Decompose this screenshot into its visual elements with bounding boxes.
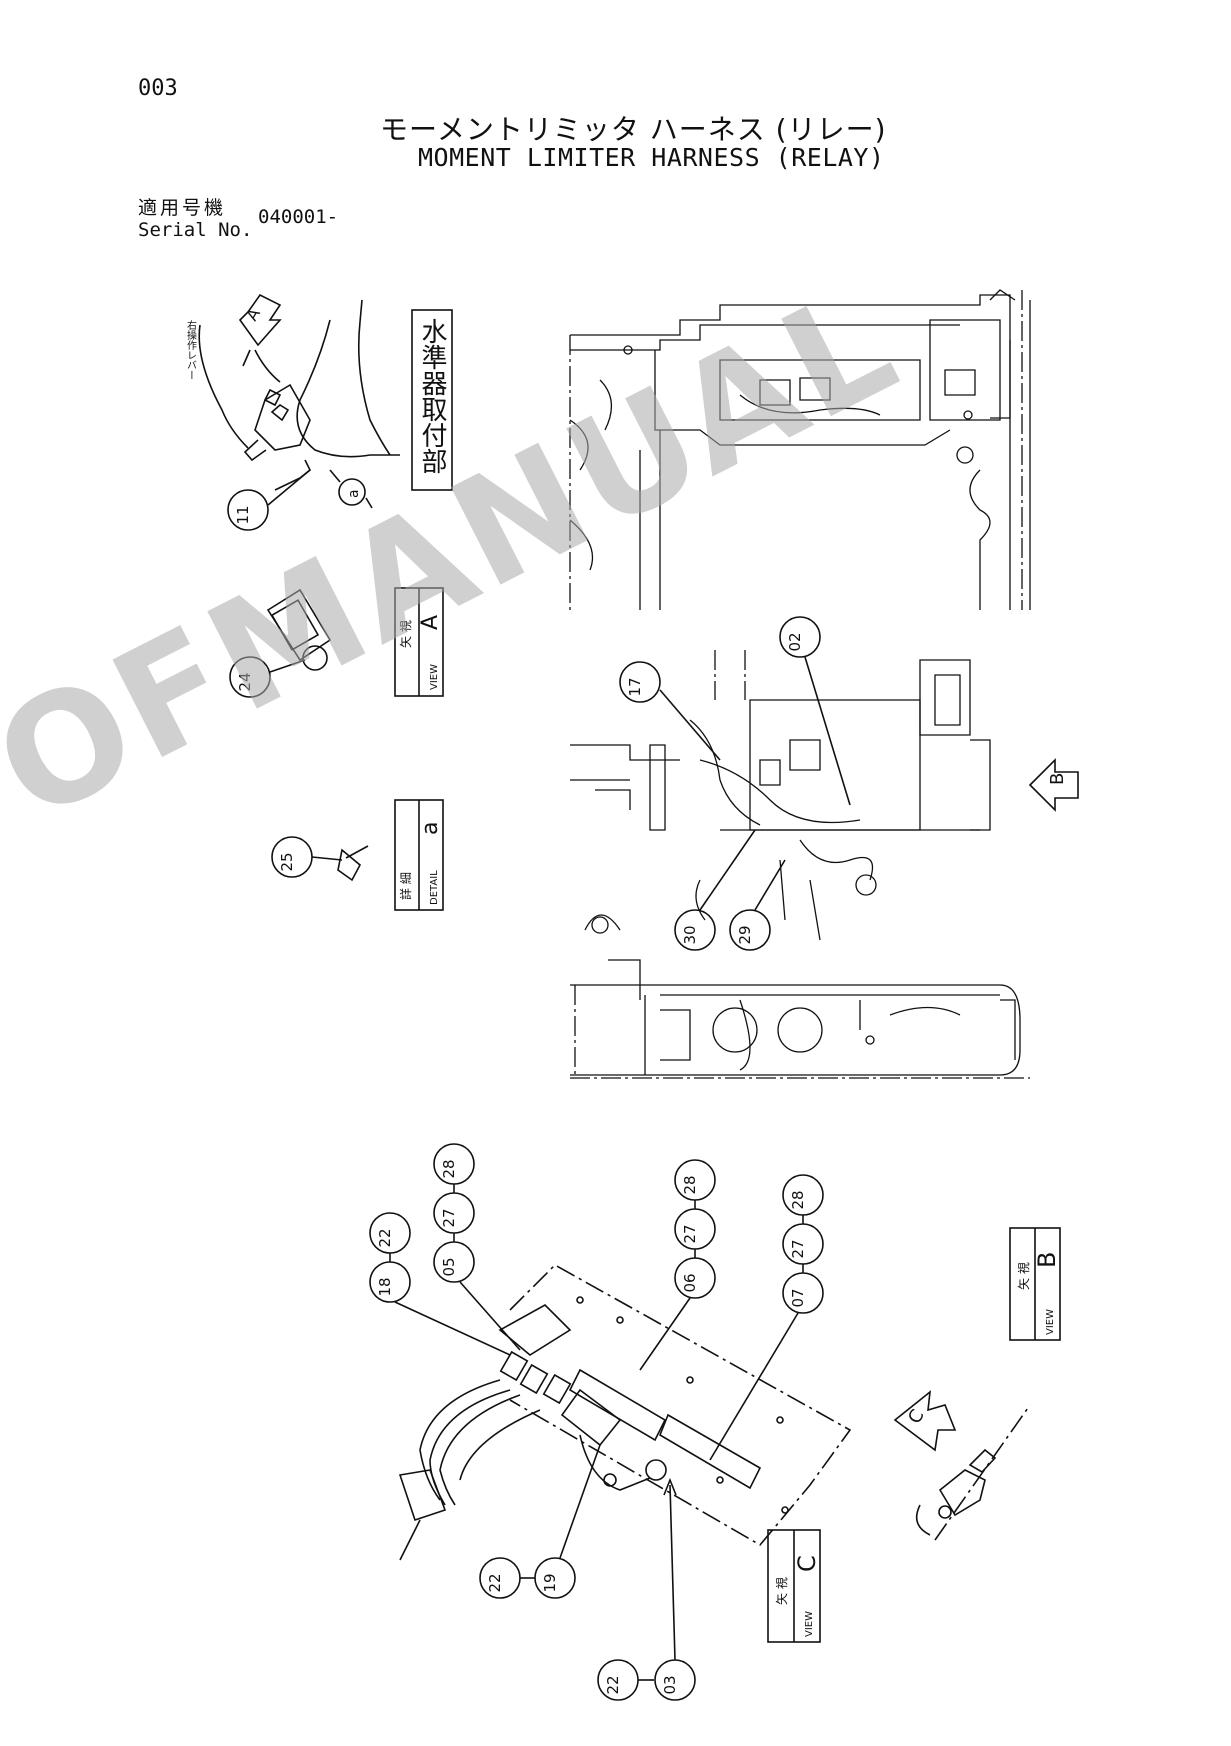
view-c-en: VIEW (804, 1611, 815, 1637)
callout-19 (534, 1444, 601, 1599)
arrow-a-view (238, 293, 282, 367)
bracket-25 (337, 845, 369, 882)
callout-03 (654, 1477, 696, 1701)
callout-22-bottom-label: 22 (604, 1675, 622, 1694)
callout-28-c (782, 1174, 824, 1224)
callout-22-mid-label: 22 (486, 1573, 504, 1592)
view-a-box (394, 587, 444, 697)
lever-note: 右操作レバー (185, 319, 197, 380)
callout-11 (227, 469, 311, 531)
view-b-box (1009, 1227, 1061, 1341)
callout-29-label: 29 (736, 925, 754, 944)
detail-a-jp: 詳 細 (398, 872, 413, 900)
detail-a-letter: a (418, 822, 443, 835)
view-b-jp: 矢 視 (1016, 1262, 1031, 1290)
callout-02-label: 02 (786, 632, 804, 651)
callout-24-label: 24 (236, 672, 254, 691)
title-english: MOMENT LIMITER HARNESS (RELAY) (418, 143, 885, 172)
arrow-detail-a (338, 478, 373, 509)
detail-a-box (394, 799, 444, 911)
serial-label-japanese: 適用号機 (138, 197, 227, 219)
lever-detail (198, 299, 400, 491)
callout-27-c-label: 27 (789, 1239, 807, 1258)
callout-03-label: 03 (661, 1675, 679, 1694)
callout-25 (271, 836, 343, 878)
callout-28-c-label: 28 (789, 1190, 807, 1209)
view-c-detail (915, 1404, 1031, 1541)
serial-label-english: Serial No. (138, 219, 253, 241)
title-japanese: モーメントリミッタ ハーネス (リレー) (380, 113, 887, 146)
callout-27-a-label: 27 (440, 1208, 458, 1227)
lower-frame (570, 984, 1030, 1079)
callout-19-label: 19 (541, 1573, 559, 1592)
callout-02 (779, 616, 851, 806)
callout-25-label: 25 (278, 852, 296, 871)
detail-a-en: DETAIL (429, 870, 440, 905)
callout-30 (674, 829, 756, 951)
machine-frame (569, 289, 1031, 610)
callout-29 (729, 859, 786, 951)
callout-05-label: 05 (440, 1257, 458, 1276)
arrow-c-view (893, 1390, 957, 1452)
callout-28-b (674, 1159, 716, 1209)
view-b-letter: B (1033, 1252, 1061, 1268)
view-c-box (767, 1529, 821, 1643)
callout-07-label: 07 (789, 1288, 807, 1307)
view-a-en: VIEW (429, 664, 440, 690)
relay-board (398, 1264, 852, 1561)
arrow-a-label: A (242, 305, 264, 324)
view-a-letter: A (418, 615, 443, 630)
callout-22-top (369, 1212, 411, 1262)
level-mount-label: 水準器取付部 (417, 318, 447, 474)
arrow-detail-a-label: a (346, 489, 362, 498)
page-number: 003 (138, 76, 178, 101)
arrow-b-view (1028, 758, 1079, 812)
callout-28-a (433, 1143, 475, 1193)
callout-22-mid (479, 1557, 535, 1599)
view-a-jp: 矢 視 (398, 620, 413, 648)
callout-22-bottom (597, 1659, 654, 1701)
callout-11-label: 11 (234, 505, 252, 524)
arrow-b-label: B (1047, 773, 1068, 785)
callout-28-a-label: 28 (440, 1159, 458, 1178)
view-c-letter: C (793, 1555, 821, 1572)
callout-17 (619, 661, 721, 761)
level-mount-box (411, 309, 453, 491)
callout-30-label: 30 (681, 925, 699, 944)
view-b-en: VIEW (1045, 1309, 1056, 1335)
callout-22-top-label: 22 (376, 1228, 394, 1247)
callout-18-label: 18 (376, 1277, 394, 1296)
callout-06 (639, 1257, 716, 1371)
callout-06-label: 06 (681, 1273, 699, 1292)
callout-27-b-label: 27 (681, 1224, 699, 1243)
arrow-c-label: C (904, 1406, 928, 1427)
view-c-jp: 矢 視 (774, 1577, 789, 1605)
serial-number-value: 040001- (258, 206, 339, 228)
callout-17-label: 17 (626, 677, 644, 696)
callout-28-b-label: 28 (681, 1175, 699, 1194)
level-sensor (266, 588, 332, 671)
relay-harness-area (570, 650, 991, 1000)
callout-24 (229, 656, 306, 698)
